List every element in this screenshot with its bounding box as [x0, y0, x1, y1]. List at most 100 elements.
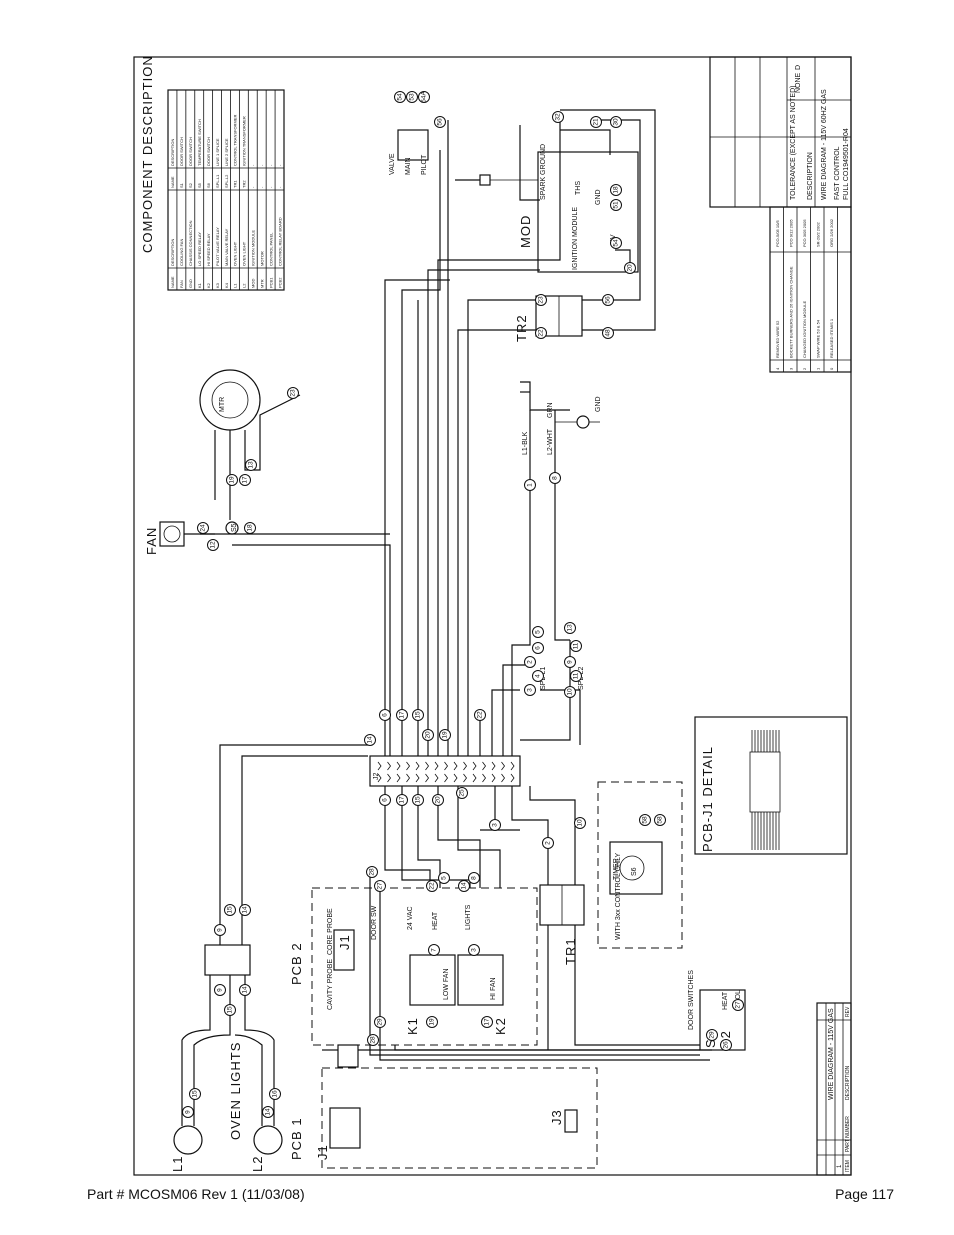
component-cell: L2 — [242, 283, 247, 288]
wire-tag-number: 16 — [272, 1090, 279, 1098]
component-cell: DESCRIPTION — [170, 139, 175, 166]
wire-tag-circle — [426, 880, 438, 892]
component-table: COMPONENT DESCRIPTION NAMEDESCRIPTIONNAM… — [140, 55, 285, 291]
wire-tag-number: 22 — [429, 882, 436, 890]
component-cell: HI SPEED RELAY — [206, 233, 211, 266]
component-cell: K3 — [215, 282, 220, 288]
wire-tag-circle — [214, 984, 226, 996]
component-cell: K2 — [206, 282, 211, 288]
wire-tag-circle — [542, 837, 554, 849]
wire-tag-number: 15 — [192, 1090, 199, 1098]
component-cell: CONTROL TRANSFORMER — [233, 115, 238, 166]
wire-tag-number: 11 — [573, 642, 580, 649]
revision-cell: 0 — [829, 367, 834, 370]
sheet-border — [133, 56, 852, 1176]
j1-label: J1 — [315, 1144, 330, 1160]
wire-tag-circle — [379, 794, 391, 806]
parts-header-description: DESCRIPTION — [845, 1065, 851, 1100]
component-cell: PCB2 — [277, 277, 282, 288]
wire-tag-circle — [406, 91, 418, 103]
lights-label: LIGHTS — [465, 904, 472, 930]
s5-label: S5 — [231, 523, 238, 532]
title-block-tolerance: TOLERANCE (EXCEPT AS NOTED) — [790, 86, 797, 201]
wire-tag-circle — [732, 999, 744, 1011]
gnd2-label: GND — [595, 396, 602, 412]
wire-tag-number: 15 — [227, 906, 234, 914]
wire-tag-number: 53 — [409, 93, 416, 101]
wire-tag-number: 9 — [217, 988, 224, 992]
door-switches-label: DOOR SWITCHES — [688, 970, 695, 1030]
component-cell: - — [259, 186, 264, 188]
l1-blk-label: L1-BLK — [522, 431, 529, 455]
wire-tag-number: 5 — [535, 630, 542, 634]
oven-lights: L1 L2 OVEN LIGHTS — [170, 944, 283, 1172]
tr2-label: TR2 — [514, 314, 529, 342]
power-cord: L1-BLK L2-WHT GRN GND — [520, 381, 602, 470]
wire-tag-circle — [396, 709, 408, 721]
revision-cell: BOCKETT BURNERS AND 26 IGNITION CHANGE — [788, 266, 793, 358]
transformer-tr1: TR1 — [539, 884, 585, 965]
parts-block: WIRE DIAGRAM - 115V GAS ITEM PART NUMBER… — [816, 1002, 852, 1176]
wire-tag-circle — [564, 656, 576, 668]
component-cell: CONTROL RELAY BOARD — [277, 217, 282, 266]
wire-tag-circle — [364, 734, 376, 746]
wire-tag-circle — [720, 1039, 732, 1051]
component-cell: DOOR SWITCH — [188, 137, 193, 166]
wire-tag-circle — [481, 1016, 493, 1028]
wire-tag-circle — [532, 642, 544, 654]
title-block-description-label: DESCRIPTION — [807, 152, 814, 200]
wire-tag-circle — [552, 111, 564, 123]
wire-tag-circle — [224, 904, 236, 916]
l2-wht-label: L2-WHT — [547, 428, 554, 455]
parts-header-rev: REV — [845, 1006, 851, 1017]
component-cell: LINE 1 SPLICE — [215, 138, 220, 166]
wire-tag-number: 58 — [657, 816, 664, 824]
component-cell: DOOR SWITCH — [179, 137, 184, 166]
wire-tag-circle — [524, 684, 536, 696]
grn-label: GRN — [547, 402, 554, 418]
revision-cell: 4 — [775, 367, 780, 370]
wire-tag-number: 17 — [242, 476, 249, 484]
main-label: MAIN — [405, 158, 412, 176]
oven-lights-label: OVEN LIGHTS — [228, 1042, 243, 1140]
wire-tag-circle — [610, 116, 622, 128]
wire-tag-number: 56 — [437, 118, 444, 126]
wire-tag-circle — [549, 472, 561, 484]
component-cell: TEMPERATURE SWITCH — [197, 119, 202, 166]
wire-tag-circle — [239, 904, 251, 916]
wire-tag-number: 1 — [527, 483, 534, 487]
wire-tag-number: 3 — [492, 823, 499, 827]
wire-tag-circle — [189, 1088, 201, 1100]
wire-tag-circle — [432, 794, 444, 806]
wire-tag-number: 23 — [290, 389, 297, 397]
wire-tag-circle — [239, 474, 251, 486]
pcb-j1-detail: PCB-J1 DETAIL — [694, 716, 848, 855]
wire-tag-number: 10 — [577, 819, 584, 827]
wire-tag-number: 2 — [527, 660, 534, 664]
l1-label: L1 — [170, 1156, 185, 1172]
wire-tag-number: 8 — [552, 476, 559, 480]
revision-cell: SWAP WIRE 53 & 54 — [815, 319, 820, 358]
timer-block: S6 TIMER WITH 3xx CONTROL ONLY — [597, 781, 683, 949]
wire-tag-number: 9 — [567, 660, 574, 664]
revision-cell: RELEASED ITEM/S 1 — [829, 318, 834, 358]
j2-label: J2 — [373, 773, 380, 781]
l2-label: L2 — [250, 1156, 265, 1172]
wire-tag-circle — [654, 814, 666, 826]
wire-tag-number: 9 — [185, 1110, 192, 1114]
revision-cell: 2 — [802, 367, 807, 370]
wire-tag-circle — [602, 294, 614, 306]
wire-tag-circle — [239, 984, 251, 996]
mod-label: MOD — [518, 215, 533, 248]
motor-mtr: MTR — [199, 369, 261, 431]
valve-label: VALVE — [389, 153, 396, 175]
tr1-label: TR1 — [563, 937, 578, 965]
wire-tag-circle — [426, 1016, 438, 1028]
wire-tag-circle — [564, 686, 576, 698]
ignition-module: MOD IGNITION MODULE GROUND SPARK THS GND… — [389, 129, 639, 273]
revision-cell: 1 — [815, 367, 820, 370]
wire-tag-number: 14 — [367, 736, 374, 744]
component-cell: K4 — [224, 282, 229, 288]
title-block-file-name: FULL CO1949501-R04 — [843, 128, 850, 200]
component-cell: PILOT VALVE RELAY — [215, 227, 220, 266]
